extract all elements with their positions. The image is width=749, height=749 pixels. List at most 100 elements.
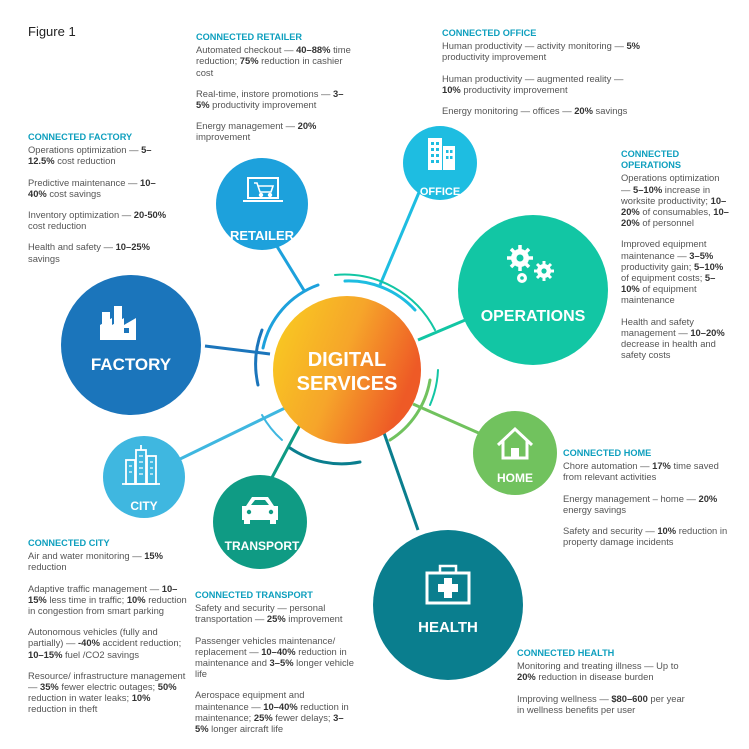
center-title-line2: SERVICES [297, 373, 398, 395]
figure-label: Figure 1 [28, 24, 76, 39]
node-home[interactable]: HOME [473, 411, 557, 495]
block-item: Inventory optimization — 20-50% cost red… [28, 209, 168, 231]
block-item: Automated checkout — 40–88% time reducti… [196, 44, 356, 78]
car-icon [242, 497, 278, 524]
block-item: Operations optimization — 5–12.5% cost r… [28, 144, 168, 166]
metric-text: Autonomous vehicles (fully and partially… [28, 626, 158, 649]
node-retailer[interactable]: RETAILER [216, 158, 308, 250]
block-heading: CONNECTED FACTORY [28, 132, 133, 142]
node-health[interactable]: HEALTH [373, 530, 523, 680]
metric-value: 10–20% [621, 194, 727, 218]
shopping-cart-laptop-icon [243, 177, 283, 202]
block-item: Real-time, instore promotions — 3–5% pro… [196, 88, 356, 110]
metric-value: 10–40% [261, 645, 296, 657]
metric-text: of consumables, [639, 206, 714, 218]
metric-value: -40% [78, 637, 100, 649]
node-label-factory: FACTORY [91, 355, 172, 374]
block-item: Energy monitoring — offices — 20% saving… [442, 105, 642, 116]
metric-text: Operations optimization — [28, 144, 142, 156]
metric-text: decrease in health and safety costs [621, 338, 716, 361]
metric-text: reduction in maintenance; [195, 700, 349, 723]
metric-value: $80–600 [611, 692, 648, 704]
connector-factory [204, 344, 271, 356]
node-label-transport: TRANSPORT [225, 539, 300, 553]
metric-value: 75% [239, 55, 259, 67]
metric-value: 17% [652, 460, 671, 472]
metric-text: reduction in cashier cost [196, 55, 343, 78]
metric-text: reduction in theft [28, 703, 98, 715]
block-item: Chore automation — 17% time saved from r… [563, 460, 738, 482]
metric-text: productivity improvement [442, 51, 547, 63]
metric-value: 10% [442, 83, 461, 95]
node-label-operations: OPERATIONS [481, 308, 586, 325]
block-item: Resource/ infrastructure management — 35… [28, 670, 188, 715]
metric-text: longer vehicle life [195, 657, 354, 680]
block-item: Operations optimization — 5–10% increase… [621, 172, 731, 228]
block-heading: CONNECTED TRANSPORT [195, 590, 313, 600]
block-item: Human productivity — augmented reality —… [442, 73, 642, 95]
block-heading: CONNECTED HEALTH [517, 648, 615, 658]
block-item: Predictive maintenance — 10–40% cost sav… [28, 177, 168, 199]
metric-value: 10–15% [28, 648, 63, 660]
metric-value: 10–40% [263, 700, 298, 712]
metric-text: savings [28, 252, 60, 264]
block-heading: CONNECTED CITY [28, 538, 110, 548]
node-transport[interactable]: TRANSPORT [213, 475, 307, 569]
node-factory[interactable]: FACTORY [61, 275, 201, 415]
metric-text: Human productivity — activity monitoring… [442, 40, 627, 52]
metric-text: Predictive maintenance — [28, 176, 141, 188]
block-item: Autonomous vehicles (fully and partially… [28, 626, 188, 660]
block-item: Health and safety management — 10–20% de… [621, 316, 731, 361]
connector-lines [177, 189, 491, 531]
metric-text: Adaptive traffic management — [28, 582, 162, 594]
block-item: Improved equipment maintenance — 3–5% pr… [621, 238, 731, 305]
metric-text: of equipment maintenance [621, 283, 697, 306]
connector-office [378, 189, 422, 286]
metric-text: improvement [196, 131, 251, 143]
metric-value: 10–25% [115, 241, 150, 253]
metric-text: Aerospace equipment and maintenance — [195, 689, 305, 712]
text-block-city: CONNECTED CITY Air and water monitoring —… [28, 538, 188, 715]
metric-value: 40–88% [296, 44, 331, 56]
connector-home [412, 402, 491, 440]
metric-text: fewer electric outages; [58, 681, 158, 693]
medical-kit-icon [425, 564, 471, 605]
node-city[interactable]: CITY [103, 436, 185, 518]
metric-value: 3–5% [195, 711, 344, 735]
metric-text: reduction in property damage incidents [563, 525, 728, 548]
metric-text: accident reduction; [99, 637, 182, 649]
block-heading: CONNECTED RETAILER [196, 32, 302, 42]
metric-text: fewer delays; [272, 711, 334, 723]
metric-value: 5–12.5% [28, 144, 152, 167]
office-building-icon [428, 138, 455, 170]
node-office[interactable]: OFFICE [403, 126, 477, 200]
block-item: Air and water monitoring — 15% reduction [28, 550, 188, 572]
metric-text: Health and safety management — [621, 315, 694, 338]
metric-text: cost savings [46, 187, 101, 199]
node-operations[interactable]: OPERATIONS [458, 215, 608, 365]
metric-text: cost reduction [28, 220, 87, 232]
block-heading: CONNECTED HOME [563, 448, 652, 458]
metric-text: of equipment costs; [621, 272, 705, 284]
node-label-city: CITY [130, 499, 157, 513]
metric-value: 10–15% [28, 582, 178, 605]
metric-text: cost reduction [54, 155, 116, 167]
block-heading: CONNECTED OPERATIONS [621, 149, 682, 171]
metric-value: 5–10% [632, 183, 663, 195]
block-item: Energy management – home — 20% energy sa… [563, 493, 738, 515]
metric-text: Automated checkout — [196, 44, 297, 56]
metric-text: Monitoring and treating illness — Up to [517, 660, 679, 672]
metric-value: 3–5% [689, 249, 714, 261]
metric-text: Air and water monitoring — [28, 550, 145, 562]
metric-text: Energy management — [196, 120, 298, 132]
gears-icon [507, 245, 554, 283]
metric-value: 3–5% [269, 657, 294, 669]
connector-operations [417, 316, 471, 342]
metric-text: Human productivity — augmented reality — [442, 72, 624, 84]
connector-health [381, 429, 420, 531]
block-item: Health and safety — 10–25% savings [28, 241, 168, 263]
block-item: Passenger vehicles maintenance/ replacem… [195, 635, 355, 680]
metric-text: energy savings [563, 503, 627, 515]
